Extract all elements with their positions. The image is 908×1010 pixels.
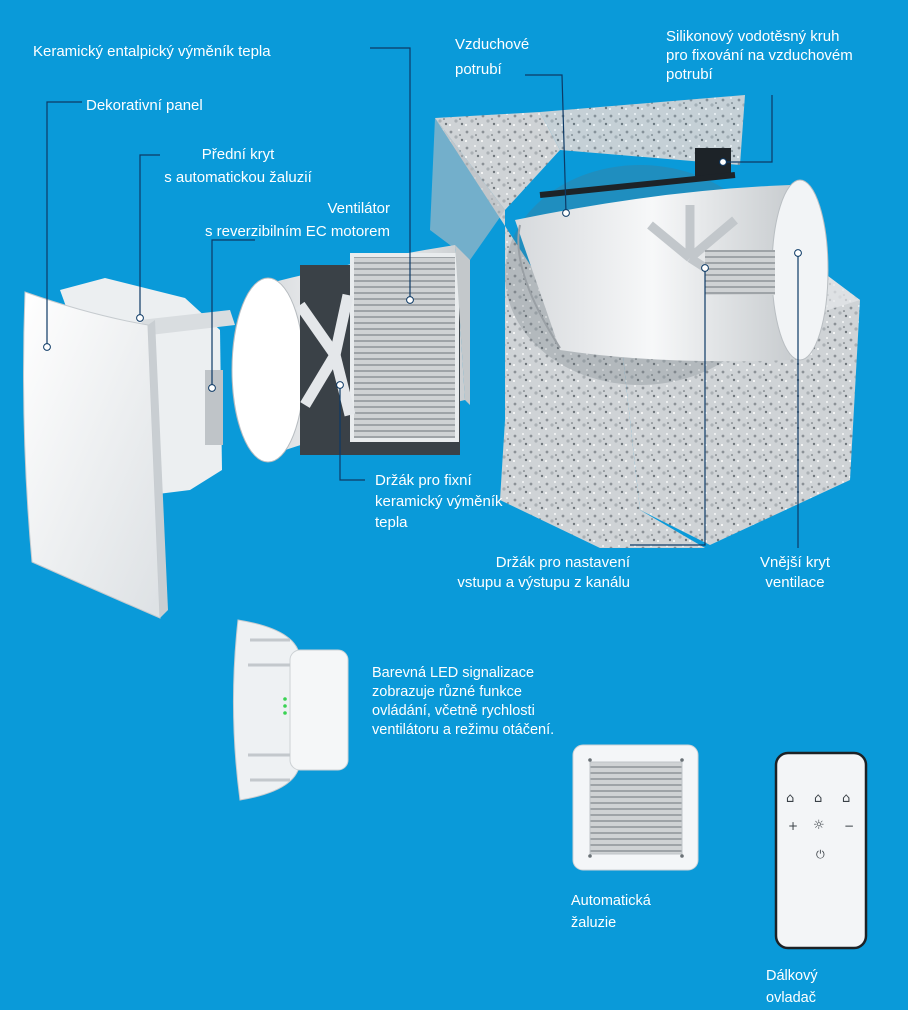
decorative-panel <box>23 291 168 619</box>
label-led-signalizace: Barevná LED signalizace zobrazuje různé … <box>372 665 555 738</box>
remote-light-icon[interactable]: ☼ <box>813 818 825 833</box>
label-keramicky-vymenik: Keramický entalpický výměník tepla <box>33 43 271 60</box>
label-predni-kryt: Přední kryt s automatickou žaluzií <box>164 146 312 186</box>
label-automaticka-zaluzie: Automatická žaluzie <box>571 893 651 931</box>
label-ventilator: Ventilátor s reverzibilním EC motorem <box>204 200 390 240</box>
label-drzak-fixni: Držák pro fixní keramický výměník tepla <box>375 472 503 531</box>
remote-home-icon-3[interactable]: ⌂ <box>842 791 851 806</box>
inner-duct <box>515 148 829 362</box>
cartridge <box>231 245 470 463</box>
remote-plus-button[interactable]: + <box>788 819 799 833</box>
remote-buttons: ⌂ ⌂ ⌂ + ☼ − ⏻ <box>776 753 866 948</box>
leader-dots <box>43 158 802 392</box>
label-dekorativni-panel: Dekorativní panel <box>86 97 203 114</box>
label-vzduchove-potrubi: Vzduchové potrubí <box>455 36 530 78</box>
fan-side-view <box>232 619 349 801</box>
remote-power-icon[interactable]: ⏻ <box>816 848 825 861</box>
label-dalkovy-ovladac: Dálkový ovladač <box>766 968 818 1006</box>
remote-control <box>774 751 868 950</box>
shutter-device <box>572 744 699 871</box>
label-silikonovy-kruh: Silikonový vodotěsný kruh pro fixování n… <box>666 28 853 83</box>
label-drzak-nastaveni: Držák pro nastavení vstupu a výstupu z k… <box>457 554 630 591</box>
label-vnejsi-kryt: Vnější kryt ventilace <box>759 554 831 591</box>
remote-home-icon-1[interactable]: ⌂ <box>786 791 795 806</box>
remote-home-icon-2[interactable]: ⌂ <box>814 791 823 806</box>
remote-minus-button[interactable]: − <box>844 819 855 833</box>
leader-lines <box>46 47 799 548</box>
